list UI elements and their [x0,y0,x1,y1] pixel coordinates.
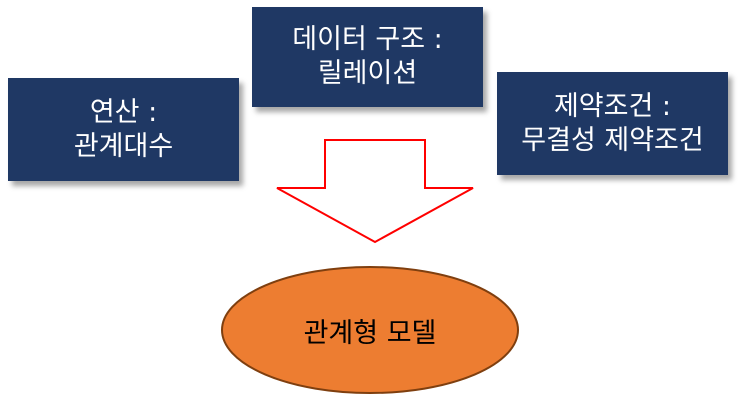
structure-value: 릴레이션 [317,58,418,89]
operation-title: 연산 : [89,96,158,128]
structure-box: 데이터 구조 : 릴레이션 [252,7,483,107]
result-ellipse [221,266,519,394]
constraint-title: 제약조건 : [553,90,672,122]
constraint-box: 제약조건 : 무결성 제약조건 [497,72,728,175]
constraint-value: 무결성 제약조건 [521,124,704,156]
result-label: 관계형 모델 [303,317,437,349]
down-arrow-shape [276,139,474,244]
operation-box: 연산 : 관계대수 [8,78,239,181]
operation-value: 관계대수 [73,130,174,162]
structure-title: 데이터 구조 : [292,24,443,55]
